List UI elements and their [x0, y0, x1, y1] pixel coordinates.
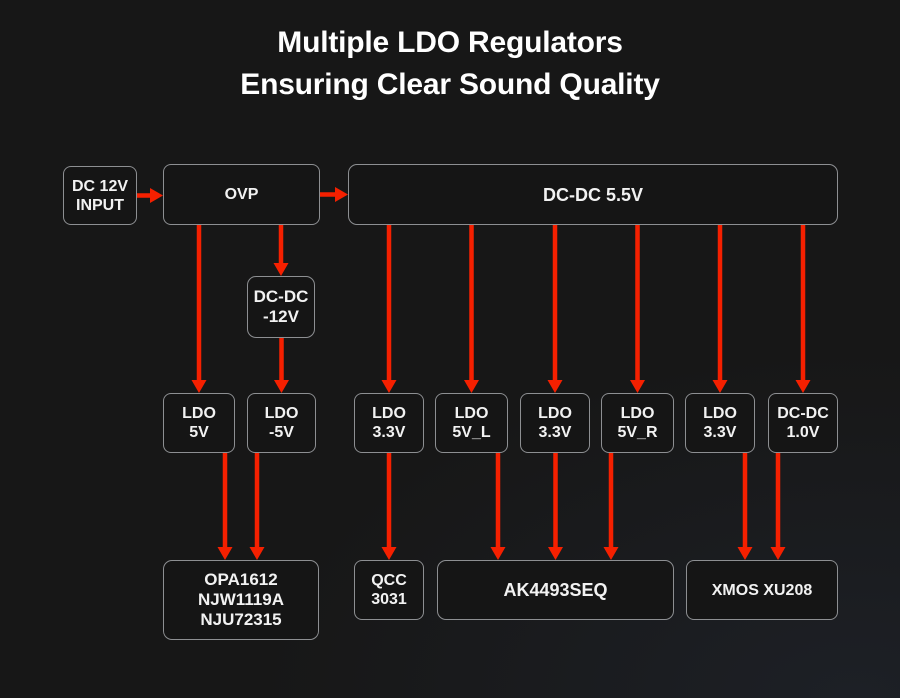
arrow-ovp-to-ldo5v-head	[191, 380, 207, 393]
arrow-ldo5vr-to-ak4493-head	[603, 547, 619, 560]
arrow-dcdc55-to-dcdc10-shaft	[800, 225, 806, 380]
arrow-dcdc55-to-ldo5vr-shaft	[635, 225, 640, 380]
arrow-ldo33c-to-xmos-head	[737, 547, 753, 560]
arrow-ldo33a-to-qcc-head	[381, 547, 397, 560]
arrow-ovp-to-ldo5v-shaft	[196, 225, 202, 380]
arrow-ldom5v-to-opamps-head	[249, 547, 265, 560]
block-dcdc10: DC-DC 1.0V	[768, 393, 838, 453]
arrow-dcdc55-to-ldo5vl-head	[464, 380, 479, 393]
arrow-dcdc55-to-ldo33a-head	[381, 380, 397, 393]
block-ak4493: AK4493SEQ	[437, 560, 674, 620]
arrow-ldo5vl-to-ak4493-shaft	[495, 453, 501, 547]
block-ldo5vr: LDO 5V_R	[601, 393, 674, 453]
arrow-dcdc55-to-dcdc10-head	[795, 380, 811, 393]
arrow-dcdc55-to-ldo33b-head	[547, 380, 563, 393]
block-qcc: QCC 3031	[354, 560, 424, 620]
block-xmos: XMOS XU208	[686, 560, 838, 620]
arrow-dcdc55-to-ldo33a-shaft	[386, 225, 392, 380]
arrow-dc12v-to-ovp-head	[150, 188, 163, 203]
block-ldom5v: LDO -5V	[247, 393, 316, 453]
arrow-ldo33b-to-ak4493-shaft	[553, 453, 558, 547]
block-ldo5v: LDO 5V	[163, 393, 235, 453]
arrow-ldom5v-to-opamps-shaft	[254, 453, 260, 547]
arrow-ovp-to-dcdcm12-head	[273, 263, 289, 276]
arrow-dcdc10-to-xmos-head	[770, 547, 786, 560]
arrow-dcdcm12-to-ldom5v-shaft	[279, 338, 284, 380]
block-ldo33c: LDO 3.3V	[685, 393, 755, 453]
block-ovp: OVP	[163, 164, 320, 225]
arrow-ldo5vr-to-ak4493-shaft	[608, 453, 614, 547]
arrow-dcdc55-to-ldo5vl-shaft	[469, 225, 474, 380]
block-dc12v: DC 12V INPUT	[63, 166, 137, 225]
arrow-ldo33a-to-qcc-shaft	[386, 453, 392, 547]
arrow-dcdc55-to-ldo5vr-head	[630, 380, 645, 393]
arrow-dcdc55-to-ldo33c-shaft	[717, 225, 723, 380]
arrow-ovp-to-dcdcm12-shaft	[278, 225, 284, 263]
block-ldo5vl: LDO 5V_L	[435, 393, 508, 453]
arrow-dc12v-to-ovp-shaft	[137, 193, 150, 198]
block-ldo33a: LDO 3.3V	[354, 393, 424, 453]
block-ldo33b: LDO 3.3V	[520, 393, 590, 453]
block-dcdc55: DC-DC 5.5V	[348, 164, 838, 225]
arrow-dcdcm12-to-ldom5v-head	[274, 380, 289, 393]
arrow-dcdc55-to-ldo33b-shaft	[552, 225, 558, 380]
arrow-dcdc55-to-ldo33c-head	[712, 380, 728, 393]
arrow-ldo33c-to-xmos-shaft	[742, 453, 748, 547]
arrow-ldo5v-to-opamps-shaft	[222, 453, 228, 547]
block-opamps: OPA1612 NJW1119A NJU72315	[163, 560, 319, 640]
arrow-dcdc10-to-xmos-shaft	[775, 453, 781, 547]
arrow-ldo33b-to-ak4493-head	[548, 547, 563, 560]
arrow-ovp-to-dcdc55-head	[335, 187, 348, 202]
page-title: Multiple LDO Regulators Ensuring Clear S…	[240, 26, 660, 101]
arrow-ldo5v-to-opamps-head	[217, 547, 233, 560]
arrow-ldo5vl-to-ak4493-head	[490, 547, 506, 560]
block-dcdcm12: DC-DC -12V	[247, 276, 315, 338]
arrow-ovp-to-dcdc55-shaft	[320, 192, 335, 197]
